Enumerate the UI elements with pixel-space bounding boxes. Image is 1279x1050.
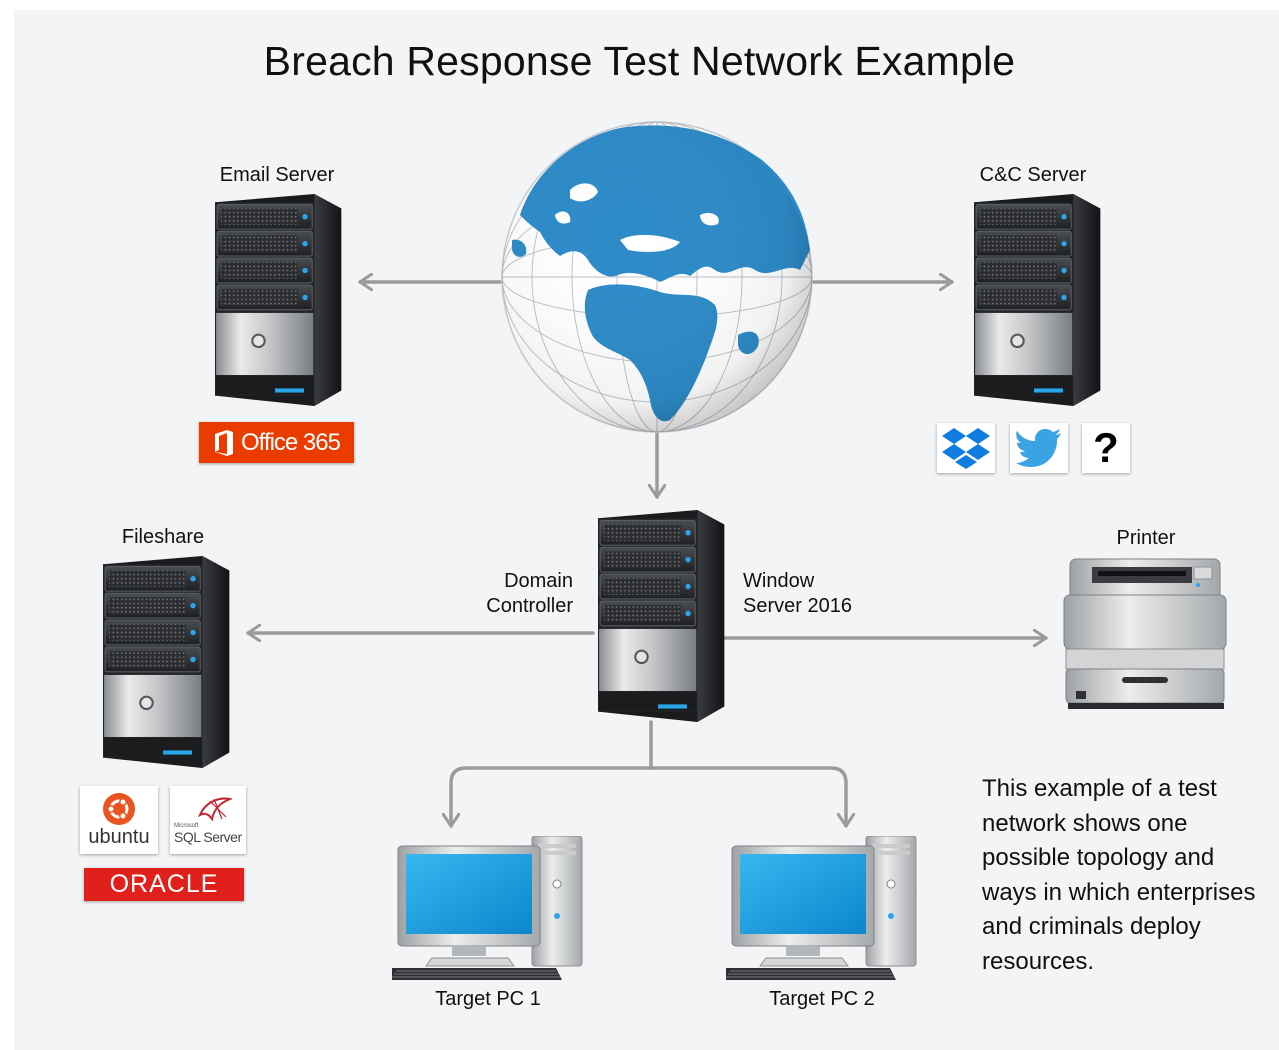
fileshare-icon	[102, 556, 230, 768]
domain-controller-label-2: Controller	[486, 595, 573, 617]
office-logo-icon	[215, 429, 234, 456]
ubuntu-badge: ubuntu	[80, 786, 158, 854]
oracle-label: ORACLE	[109, 870, 219, 898]
target-pc-2-icon	[726, 836, 917, 981]
unknown-badge: ?	[1082, 423, 1130, 473]
domain-controller-icon	[597, 510, 725, 722]
connector-dc-pc2	[649, 766, 846, 828]
twitter-icon	[1016, 429, 1061, 467]
globe-icon	[501, 121, 813, 433]
email-server-icon	[214, 194, 342, 406]
cc-server-label: C&C Server	[979, 164, 1087, 186]
cc-server-icon	[973, 194, 1101, 406]
target-pc-1-icon	[392, 836, 583, 981]
office365-label: Office 365	[241, 428, 341, 456]
printer-label: Printer	[1116, 527, 1176, 549]
sql-server-badge: Microsoft SQL Server	[170, 786, 246, 854]
dropbox-icon	[942, 428, 990, 469]
target-pc-1-label: Target PC 1	[435, 988, 541, 1010]
sql-server-label: SQL Server	[174, 829, 242, 845]
ubuntu-label: ubuntu	[88, 825, 150, 848]
sql-server-small-label: Microsoft	[174, 823, 199, 829]
connector-dc-pc1	[451, 766, 653, 828]
fileshare-label: Fileshare	[121, 526, 205, 548]
unknown-label: ?	[1093, 424, 1119, 471]
windows-server-label-1: Window	[743, 570, 815, 592]
domain-controller-label-1: Domain	[504, 570, 573, 592]
twitter-badge	[1010, 423, 1068, 473]
oracle-badge: ORACLE	[84, 868, 244, 901]
email-server-label: Email Server	[219, 164, 335, 186]
ubuntu-logo-icon	[103, 792, 135, 825]
office365-badge: Office 365	[199, 422, 354, 463]
sql-server-logo-icon	[198, 797, 232, 822]
printer-icon	[1063, 558, 1227, 709]
description-note: This example of a test network shows one…	[982, 775, 1256, 975]
dropbox-badge	[937, 423, 995, 473]
windows-server-label-2: Server 2016	[743, 595, 852, 617]
target-pc-2-label: Target PC 2	[769, 988, 875, 1010]
diagram-title: Breach Response Test Network Example	[263, 38, 1016, 84]
